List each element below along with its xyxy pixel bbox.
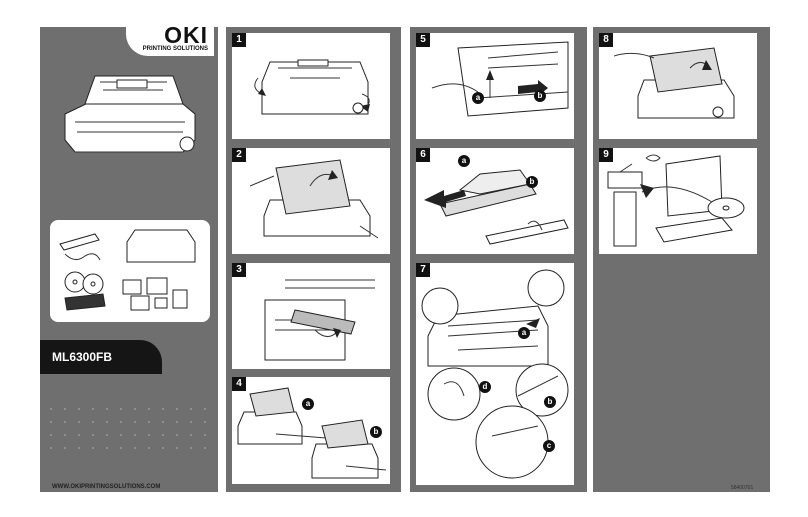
step-9-illustration (607, 154, 745, 247)
pattern-dot (50, 434, 52, 436)
pattern-dot (190, 408, 192, 410)
step-3-number: 3 (232, 263, 246, 277)
pattern-dot (162, 421, 164, 423)
pattern-dot (162, 434, 164, 436)
pattern-dot (204, 447, 206, 449)
pattern-dot (78, 408, 80, 410)
pattern-dot (50, 408, 52, 410)
step-6-callout-a: a (458, 155, 470, 167)
pattern-dot (64, 421, 66, 423)
pattern-dot (50, 447, 52, 449)
model-name: ML6300FB (40, 340, 162, 374)
pattern-dot (204, 434, 206, 436)
pattern-dot (92, 447, 94, 449)
step-1-illustration (254, 59, 370, 115)
step-7-callout-c: c (543, 440, 555, 452)
pattern-dot (92, 421, 94, 423)
pattern-dot (190, 421, 192, 423)
step-5-illustration (431, 41, 569, 117)
pattern-dot (176, 421, 178, 423)
pattern-dot (78, 421, 80, 423)
step-8-number: 8 (599, 33, 613, 47)
printer-illustration (64, 75, 196, 153)
pattern-dot (190, 434, 192, 436)
step-7-callout-b: b (544, 396, 556, 408)
step-7-number: 7 (416, 263, 430, 277)
pattern-dot (204, 421, 206, 423)
pattern-dot (148, 447, 150, 449)
pattern-dot (106, 421, 108, 423)
package-contents-illustration (59, 229, 196, 311)
pattern-dot (64, 434, 66, 436)
pattern-dot (134, 408, 136, 410)
pattern-dot (106, 447, 108, 449)
pattern-dot (134, 421, 136, 423)
footer-url: WWW.OKIPRINTINGSOLUTIONS.COM (52, 484, 161, 490)
logo-text: OKI (164, 22, 208, 48)
pattern-dot (162, 408, 164, 410)
step-6-callout-b: b (526, 176, 538, 188)
step-3-illustration (264, 279, 375, 361)
step-4-illustration (237, 387, 387, 479)
pattern-dot (134, 447, 136, 449)
step-5-callout-a: a (472, 92, 484, 104)
pattern-dot (50, 421, 52, 423)
pattern-dot (176, 434, 178, 436)
pattern-dot (134, 434, 136, 436)
step-9-number: 9 (599, 148, 613, 162)
pattern-dot (78, 434, 80, 436)
step-5-number: 5 (416, 33, 430, 47)
pattern-dot (92, 434, 94, 436)
pattern-dot (190, 447, 192, 449)
oki-logo: OKI PRINTING SOLUTIONS (126, 22, 214, 56)
pattern-dot (204, 408, 206, 410)
pattern-dot (106, 434, 108, 436)
step-4-callout-b: b (370, 426, 382, 438)
pattern-dot (176, 408, 178, 410)
pattern-dot (148, 421, 150, 423)
pattern-dot (120, 434, 122, 436)
pattern-dot (92, 408, 94, 410)
step-7-callout-a: a (518, 327, 530, 339)
pattern-dot (120, 408, 122, 410)
pattern-dot (176, 447, 178, 449)
step-1-number: 1 (232, 33, 246, 47)
step-6-number: 6 (416, 148, 430, 162)
pattern-dot (162, 447, 164, 449)
pattern-dot (148, 434, 150, 436)
logo-tagline: PRINTING SOLUTIONS (142, 46, 208, 52)
step-6-illustration (424, 169, 569, 245)
step-8-illustration (614, 47, 735, 119)
step-5-callout-b: b (534, 90, 546, 102)
pattern-dot (120, 447, 122, 449)
step-2-illustration (250, 159, 379, 239)
pattern-dot (64, 408, 66, 410)
pattern-dot (120, 421, 122, 423)
pattern-dot (64, 447, 66, 449)
step-4-number: 4 (232, 377, 246, 391)
step-4-callout-a: a (302, 398, 314, 410)
pattern-dot (148, 408, 150, 410)
pattern-dot (78, 447, 80, 449)
pattern-dot (106, 408, 108, 410)
document-number: 58400701 (731, 485, 754, 491)
step-7-callout-d: d (479, 381, 491, 393)
step-2-number: 2 (232, 148, 246, 162)
